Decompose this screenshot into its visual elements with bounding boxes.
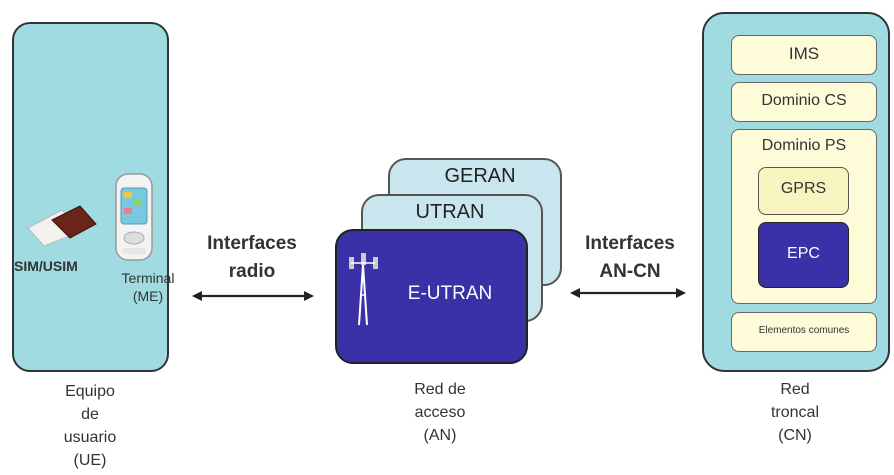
epc-box — [758, 222, 849, 288]
terminal-icon — [115, 173, 153, 261]
ue-caption-line: usuario — [63, 429, 117, 446]
common-elements-label: Elementos comunes — [758, 325, 850, 336]
eutran-card — [335, 229, 528, 364]
ps-domain-label: Dominio PS — [761, 137, 847, 154]
terminal-label: Terminal — [121, 270, 175, 286]
ims-label: IMS — [788, 44, 820, 63]
ue-caption-line: de — [81, 406, 99, 423]
radio-interfaces-label: Interfaces radio — [186, 230, 318, 286]
an-caption-line: acceso — [414, 404, 466, 421]
me-label: (ME) — [132, 288, 164, 304]
epc-label: EPC — [787, 245, 820, 262]
an-cn-interfaces-line: AN-CN — [599, 261, 661, 282]
cs-domain-label: Dominio CS — [761, 92, 847, 109]
radio-interfaces-line: Interfaces — [207, 233, 297, 254]
antenna-tower-icon — [349, 253, 378, 326]
ue-caption: Equipo de usuario (UE) — [40, 380, 140, 472]
cn-caption-line: troncal — [770, 404, 820, 421]
utran-label: UTRAN — [415, 201, 485, 223]
ue-caption-line: (UE) — [73, 452, 107, 469]
eutran-label: E-UTRAN — [407, 283, 493, 304]
gprs-label: GPRS — [780, 180, 827, 197]
cn-caption: Red troncal (CN) — [745, 378, 845, 447]
ims-box — [731, 35, 877, 75]
an-cn-interfaces-label: Interfaces AN-CN — [566, 230, 694, 286]
an-cn-interfaces-line: Interfaces — [585, 233, 675, 254]
sim-usim-label: SIM/USIM — [14, 258, 78, 274]
cs-domain-box — [731, 82, 877, 122]
an-caption-line: (AN) — [423, 427, 457, 444]
radio-interfaces-line: radio — [228, 261, 276, 282]
an-caption-line: Red de — [414, 381, 466, 398]
double-arrow-icon — [570, 288, 686, 298]
gprs-box — [758, 167, 849, 215]
cn-caption-line: (CN) — [778, 427, 812, 444]
an-caption: Red de acceso (AN) — [390, 378, 490, 447]
double-arrow-icon — [192, 291, 314, 301]
common-elements-box — [731, 312, 877, 352]
sim-card-icon — [27, 205, 97, 247]
ue-caption-line: Equipo — [65, 383, 115, 400]
geran-label: GERAN — [444, 165, 516, 187]
cn-caption-line: Red — [780, 381, 810, 398]
